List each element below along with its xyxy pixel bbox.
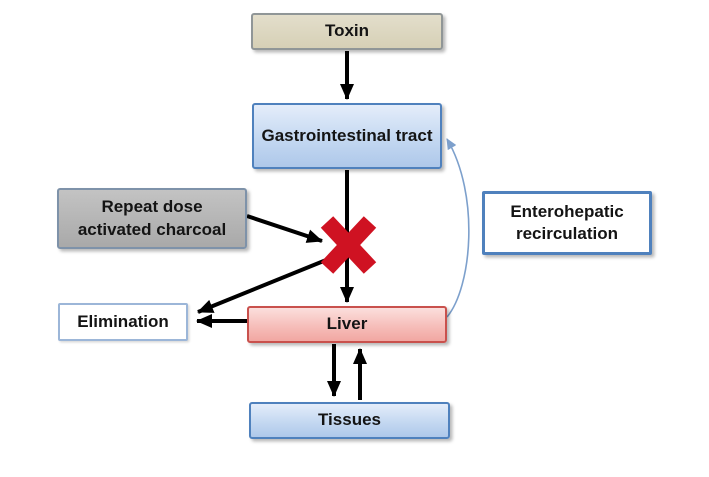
arrow-cross-to-elimination (197, 254, 337, 314)
node-enterohepatic-recirculation: Enterohepatic recirculation (482, 191, 652, 255)
node-toxin-label: Toxin (324, 21, 370, 41)
node-tissues: Tissues (249, 402, 450, 439)
node-repeat-dose-activated-charcoal: Repeat dose activated charcoal (57, 188, 247, 249)
node-elimination: Elimination (58, 303, 188, 341)
node-liver-label: Liver (326, 314, 368, 334)
node-tissues-label: Tissues (317, 410, 381, 430)
blocked-cross-icon (320, 216, 377, 274)
node-gastrointestinal-tract: Gastrointestinal tract (252, 103, 442, 169)
node-toxin: Toxin (251, 13, 443, 50)
node-repeat-dose-activated-charcoal-label: Repeat dose activated charcoal (77, 197, 227, 239)
node-enterohepatic-recirculation-label: Enterohepatic recirculation (510, 201, 624, 243)
node-gastrointestinal-tract-label: Gastrointestinal tract (261, 125, 433, 145)
node-liver: Liver (247, 306, 447, 343)
arrow-liver-to-gi-recirculation (446, 138, 470, 318)
node-elimination-label: Elimination (77, 311, 169, 331)
arrow-charcoal-to-cross (246, 214, 323, 243)
